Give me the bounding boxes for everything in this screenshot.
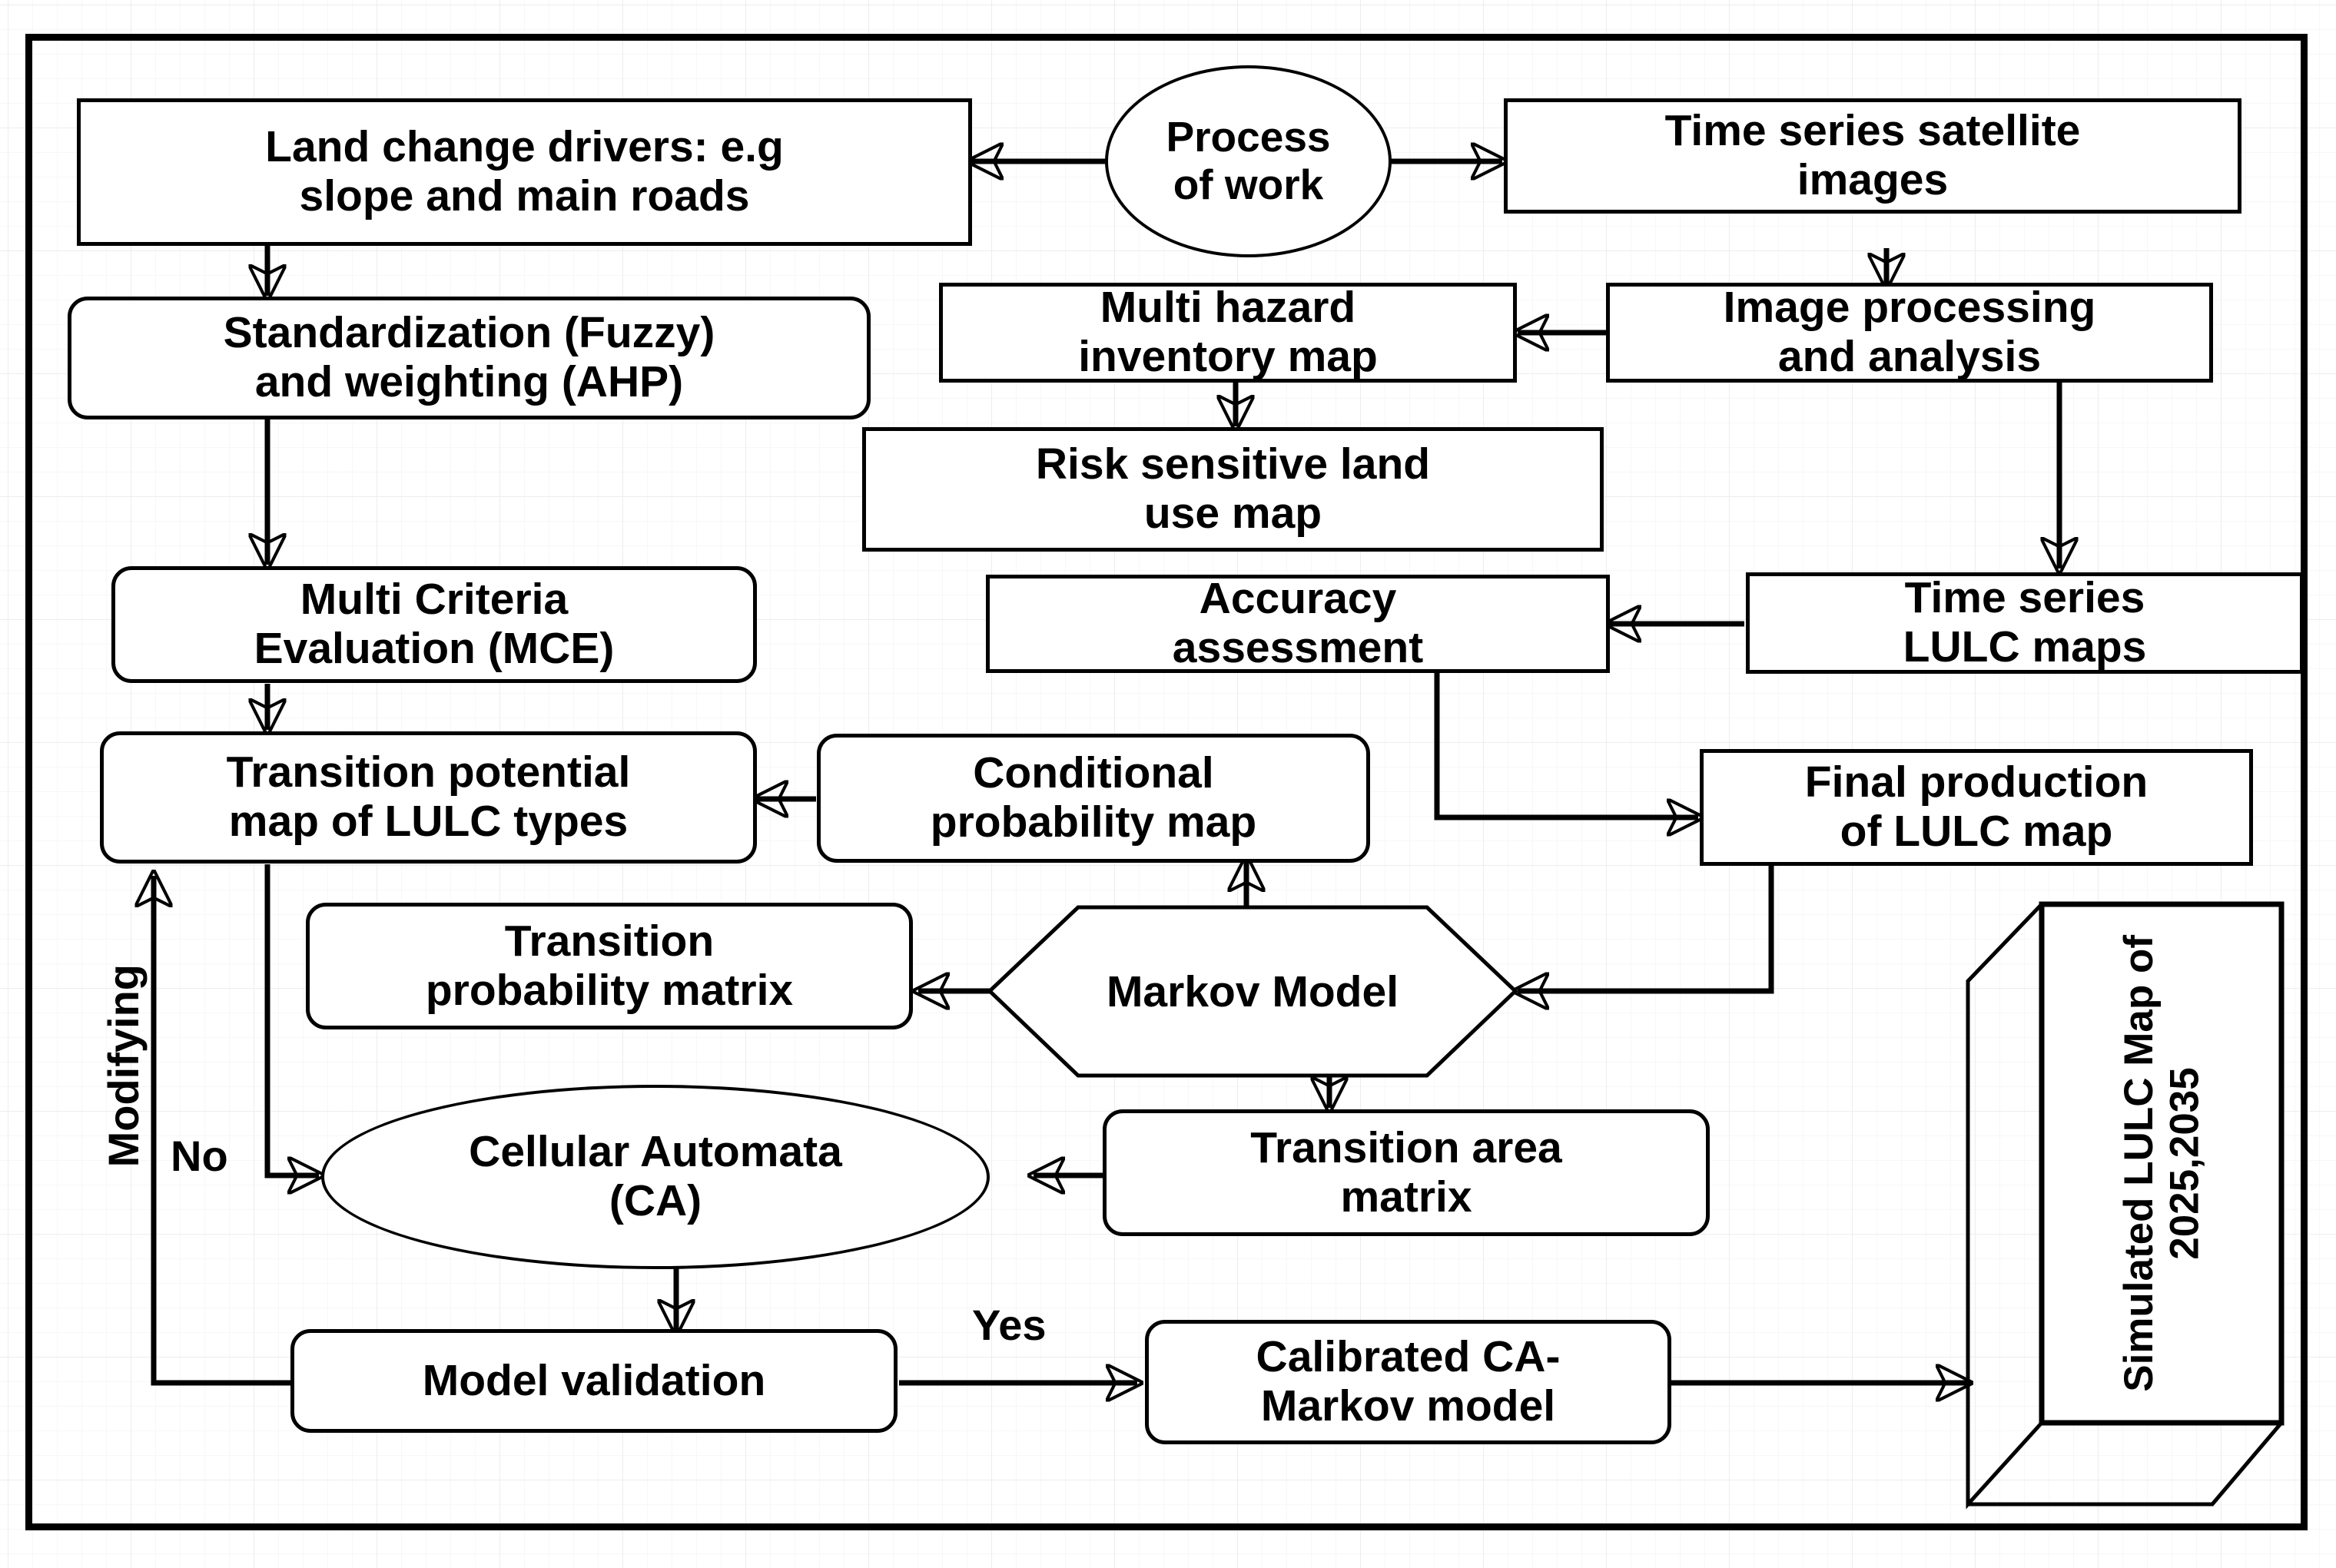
node-label: Time series LULC maps [1903,573,2147,671]
edge-label-yes-text: Yes [972,1301,1047,1349]
edge-label-yes: Yes [972,1300,1047,1350]
node-transition-area-matrix[interactable]: Transition area matrix [1103,1109,1710,1236]
edge-modelvalidation-to-transpotential-modifying [154,876,296,1386]
node-image-processing-analysis[interactable]: Image processing and analysis [1606,283,2213,383]
node-label: Calibrated CA- Markov model [1256,1332,1561,1430]
node-model-validation[interactable]: Model validation [290,1329,898,1433]
node-time-series-lulc-maps[interactable]: Time series LULC maps [1746,572,2304,674]
node-time-series-satellite-images[interactable]: Time series satellite images [1504,98,2241,214]
edge-label-no-text: No [171,1132,228,1180]
node-label: Multi hazard inventory map [1078,283,1378,381]
node-label: Final production of LULC map [1804,757,2149,856]
node-label: Risk sensitive land use map [1035,439,1431,538]
node-label: Transition area matrix [1250,1122,1562,1222]
hexagon-shape [987,905,1518,1078]
node-label: Time series satellite images [1664,106,2081,204]
node-multi-hazard-inventory-map[interactable]: Multi hazard inventory map [939,283,1517,383]
edge-transpotential-to-ca-no [264,864,319,1175]
node-transition-potential-map[interactable]: Transition potential map of LULC types [100,731,757,864]
node-label: Cellular Automata (CA) [469,1127,842,1225]
node-label: Markov Model [1106,966,1399,1016]
box3d-shape [1966,901,2285,1510]
edge-label-no: No [171,1131,228,1181]
node-standardization-weighting[interactable]: Standardization (Fuzzy) and weighting (A… [68,297,871,419]
node-land-change-drivers[interactable]: Land change drivers: e.g slope and main … [77,98,972,246]
node-cellular-automata[interactable]: Cellular Automata (CA) [321,1085,990,1269]
node-calibrated-ca-markov-model[interactable]: Calibrated CA- Markov model [1145,1320,1671,1444]
node-label-wrapper: Simulated LULC Map of 2025,2035 [2042,904,2281,1423]
node-process-of-work[interactable]: Process of work [1105,65,1392,257]
node-transition-probability-matrix[interactable]: Transition probability matrix [306,903,913,1029]
node-label: Standardization (Fuzzy) and weighting (A… [223,308,715,406]
node-label: Transition probability matrix [425,916,794,1015]
node-label: Multi Criteria Evaluation (MCE) [254,575,615,673]
edge-label-modifying: Modifying [98,964,148,1177]
node-label: Accuracy assessment [1172,574,1424,672]
node-label: Simulated LULC Map of 2025,2035 [2115,935,2207,1392]
node-label: Transition potential map of LULC types [226,748,631,846]
edge-accuracy-to-finalproduction [1434,672,1698,817]
node-label: Model validation [422,1355,766,1405]
node-label: Conditional probability map [930,748,1257,847]
node-label: Process of work [1166,113,1331,208]
node-label: Land change drivers: e.g slope and main … [265,122,784,220]
node-markov-model[interactable]: Markov Model [987,905,1518,1078]
node-accuracy-assessment[interactable]: Accuracy assessment [986,574,1610,673]
edge-finalproduction-to-markov [1518,864,1774,991]
edge-label-modifying-text: Modifying [99,964,148,1168]
node-simulated-lulc-map[interactable]: Simulated LULC Map of 2025,2035 [1965,885,2288,1544]
node-label: Image processing and analysis [1723,283,2096,381]
node-final-production-lulc-map[interactable]: Final production of LULC map [1700,749,2253,866]
node-multi-criteria-evaluation[interactable]: Multi Criteria Evaluation (MCE) [111,566,757,683]
node-conditional-probability-map[interactable]: Conditional probability map [817,734,1370,863]
node-risk-sensitive-land-use-map[interactable]: Risk sensitive land use map [862,427,1604,552]
